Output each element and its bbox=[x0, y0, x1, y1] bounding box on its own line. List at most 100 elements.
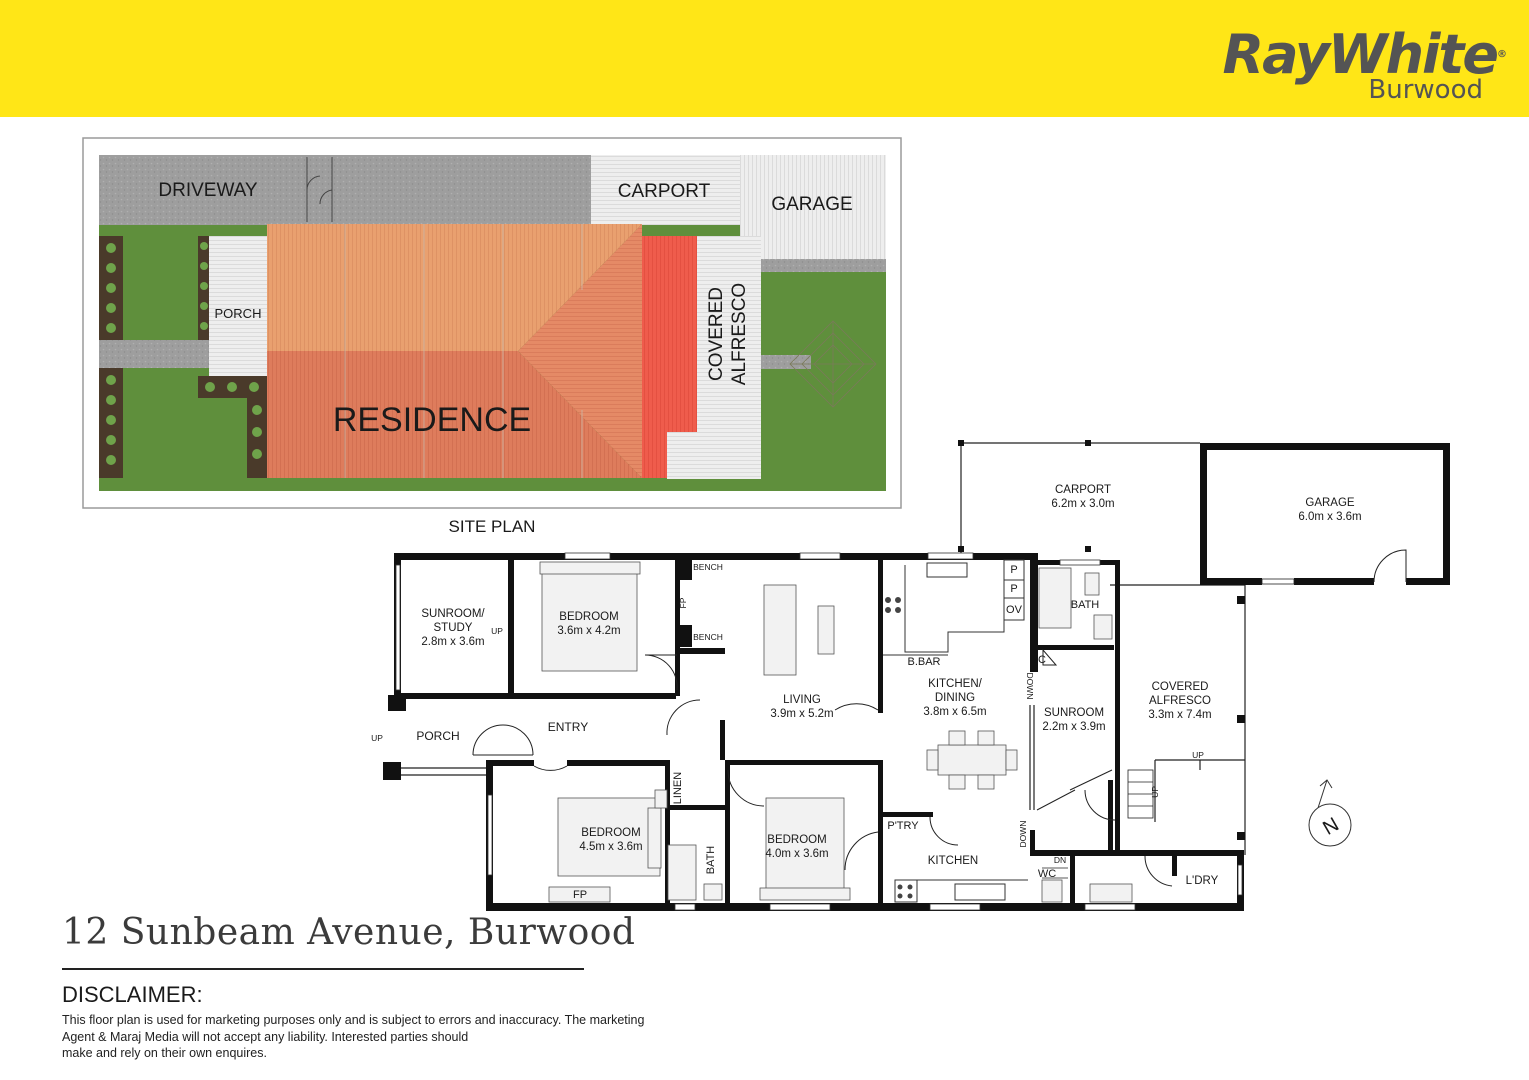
garden-bed-side bbox=[247, 398, 267, 478]
fireplace-label-bedroom: FP bbox=[573, 889, 587, 901]
bedroom-2-name: BEDROOM bbox=[581, 827, 640, 839]
sunroom-study-name-2: STUDY bbox=[434, 622, 473, 634]
oven-label: OV bbox=[1006, 604, 1023, 616]
up-label-study: UP bbox=[491, 626, 503, 636]
logo-office-name: Burwood bbox=[1368, 75, 1483, 105]
site-label-covered: COVERED bbox=[706, 287, 727, 381]
property-address: 12 Sunbeam Avenue, Burwood bbox=[62, 912, 636, 953]
linen-label: LINEN bbox=[672, 772, 684, 804]
disclaimer-title: DISCLAIMER: bbox=[62, 982, 203, 1007]
down-label-sunroom: DOWN bbox=[1025, 673, 1035, 700]
disclaimer-text: This floor plan is used for marketing pu… bbox=[62, 1012, 662, 1062]
garage-size: 6.0m x 3.6m bbox=[1298, 511, 1361, 523]
garage-name: GARAGE bbox=[1305, 497, 1355, 509]
furniture bbox=[539, 561, 1133, 903]
cooktops bbox=[885, 597, 913, 899]
interior-walls bbox=[401, 553, 1177, 910]
driveway-area bbox=[99, 155, 591, 225]
kitchen-dining-name-1: KITCHEN/ bbox=[928, 678, 982, 690]
roof-hip-plane bbox=[518, 224, 642, 478]
site-plan-caption: SITE PLAN bbox=[449, 517, 536, 536]
covered-alfresco-name-2: ALFRESCO bbox=[1149, 695, 1211, 707]
carport-size: 6.2m x 3.0m bbox=[1051, 498, 1114, 510]
windows bbox=[395, 552, 1243, 911]
driveway-gate bbox=[306, 157, 333, 222]
up-label-stairs: UP bbox=[1150, 786, 1160, 798]
garage-walls bbox=[1200, 443, 1450, 585]
bedroom-2-size: 4.5m x 3.6m bbox=[579, 841, 642, 853]
kitchen-dining-name-2: DINING bbox=[935, 692, 975, 704]
pantry-label: P'TRY bbox=[887, 820, 919, 832]
bedroom-1-name: BEDROOM bbox=[559, 611, 618, 623]
carport-name: CARPORT bbox=[1055, 484, 1111, 496]
laundry-label: L'DRY bbox=[1186, 875, 1219, 887]
kitchen-label: KITCHEN bbox=[928, 855, 978, 867]
garage-roof bbox=[740, 155, 886, 259]
garage-apron bbox=[761, 258, 886, 272]
main-bath-label: BATH bbox=[1071, 599, 1100, 611]
sunroom-name: SUNROOM bbox=[1044, 707, 1104, 719]
site-label-driveway: DRIVEWAY bbox=[158, 180, 258, 201]
sunroom-study-size: 2.8m x 3.6m bbox=[421, 636, 484, 648]
bedroom-3-name: BEDROOM bbox=[767, 834, 826, 846]
disclaimer-line-2: Agent & Maraj Media will not accept any … bbox=[62, 1029, 469, 1044]
living-size: 3.9m x 5.2m bbox=[770, 708, 833, 720]
compass bbox=[1308, 779, 1352, 847]
roof-extension bbox=[642, 236, 697, 478]
cupboard-label: C bbox=[1038, 654, 1046, 666]
roof-tile-lines bbox=[344, 224, 583, 478]
roof-rear-plane bbox=[267, 351, 642, 478]
site-label-garage: GARAGE bbox=[771, 194, 852, 215]
sunroom-study-name-1: SUNROOM/ bbox=[421, 608, 485, 620]
bench-label-top: BENCH bbox=[693, 562, 723, 572]
logo-brand-name: RayWhite bbox=[1222, 23, 1499, 86]
carport-roof bbox=[591, 155, 740, 225]
shrubs bbox=[106, 242, 262, 465]
kitchen-benches bbox=[883, 559, 1028, 903]
garden-feature bbox=[789, 320, 877, 408]
address-underline bbox=[62, 968, 584, 970]
brand-header: RayWhite® Burwood bbox=[0, 0, 1529, 117]
floor-entry-label: ENTRY bbox=[548, 720, 588, 734]
roof-front-plane bbox=[267, 224, 642, 351]
breakfast-bar-label: B.BAR bbox=[907, 656, 940, 668]
down-label-kitchen: DOWN bbox=[1018, 821, 1028, 848]
site-plan: DRIVEWAY CARPORT GARAGE PORCH COVERED AL… bbox=[82, 137, 902, 536]
ensuite-bath-label: BATH bbox=[705, 846, 717, 875]
up-label-alfresco: UP bbox=[1192, 750, 1204, 760]
floor-plan: CARPORT 6.2m x 3.0m GARAGE 6.0m x 3.6m S… bbox=[371, 440, 1450, 911]
stairs bbox=[1042, 769, 1154, 879]
covered-alfresco-size: 3.3m x 7.4m bbox=[1148, 709, 1211, 721]
north-label: N bbox=[1319, 814, 1343, 840]
alfresco-step bbox=[667, 432, 761, 479]
kitchen-dining-size: 3.8m x 6.5m bbox=[923, 706, 986, 718]
pantry-p-label-1: P bbox=[1010, 564, 1017, 576]
site-label-carport: CARPORT bbox=[618, 181, 711, 202]
columns bbox=[958, 440, 1245, 840]
floor-porch-label: PORCH bbox=[416, 729, 459, 743]
room-labels: CARPORT 6.2m x 3.0m GARAGE 6.0m x 3.6m S… bbox=[371, 484, 1362, 901]
logo-registered-mark: ® bbox=[1497, 49, 1507, 60]
down-label-laundry: DN bbox=[1054, 855, 1066, 865]
side-path bbox=[99, 340, 209, 368]
porch-roof bbox=[209, 236, 267, 376]
site-label-alfresco: ALFRESCO bbox=[729, 283, 750, 385]
garden-path bbox=[761, 355, 811, 369]
sunroom-size: 2.2m x 3.9m bbox=[1042, 721, 1105, 733]
fireplace-label-living: FP bbox=[678, 597, 688, 608]
living-name: LIVING bbox=[783, 694, 821, 706]
site-label-porch: PORCH bbox=[215, 306, 262, 321]
raywhite-logo: RayWhite® Burwood bbox=[1222, 28, 1507, 105]
bedroom-3-size: 4.0m x 3.6m bbox=[765, 848, 828, 860]
disclaimer-line-3: make and rely on their own enquires. bbox=[62, 1046, 267, 1060]
bench-label-bottom: BENCH bbox=[693, 632, 723, 642]
site-label-residence: RESIDENCE bbox=[333, 401, 531, 439]
disclaimer-line-1: This floor plan is used for marketing pu… bbox=[62, 1013, 645, 1027]
door-swings bbox=[472, 648, 1173, 887]
covered-alfresco-name-1: COVERED bbox=[1152, 681, 1209, 693]
pantry-p-label-2: P bbox=[1010, 583, 1017, 595]
up-label-porch: UP bbox=[371, 733, 383, 743]
bedroom-1-size: 3.6m x 4.2m bbox=[557, 625, 620, 637]
wc-label: WC bbox=[1038, 868, 1056, 880]
